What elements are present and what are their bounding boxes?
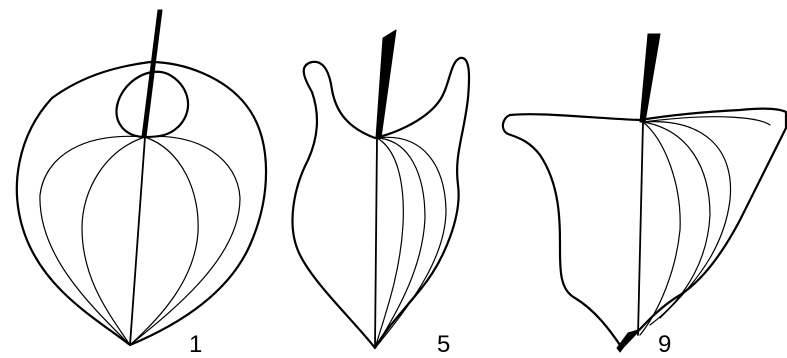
leaf-5-vein-3 <box>375 137 446 348</box>
leaf-1-vein-left-inner <box>82 137 145 345</box>
leaf-1-midrib <box>130 137 145 345</box>
leaf-1-vein-right-outer <box>130 136 240 345</box>
figure-5-label: 5 <box>437 331 450 358</box>
leaf-9-petiole-base <box>617 330 638 352</box>
leaf-9-midrib <box>638 122 643 335</box>
leaf-1-vein-left-outer <box>40 136 145 345</box>
figure-1-label: 1 <box>189 331 202 358</box>
leaf-5-petiole <box>376 30 396 138</box>
leaf-figure-1: 1 <box>17 10 266 358</box>
leaf-9-vein-2 <box>643 122 710 325</box>
leaf-1-outline <box>17 62 266 345</box>
leaf-9-petiole <box>640 34 660 122</box>
leaf-5-midrib <box>375 138 377 348</box>
leaf-figure-5: 5 <box>292 30 469 358</box>
leaf-figure-9: 9 <box>503 34 786 358</box>
leaf-9-vein-4 <box>643 117 770 125</box>
leaf-9-vein-3 <box>643 122 731 318</box>
figure-9-label: 9 <box>658 331 671 358</box>
leaf-9-outline <box>503 109 786 348</box>
